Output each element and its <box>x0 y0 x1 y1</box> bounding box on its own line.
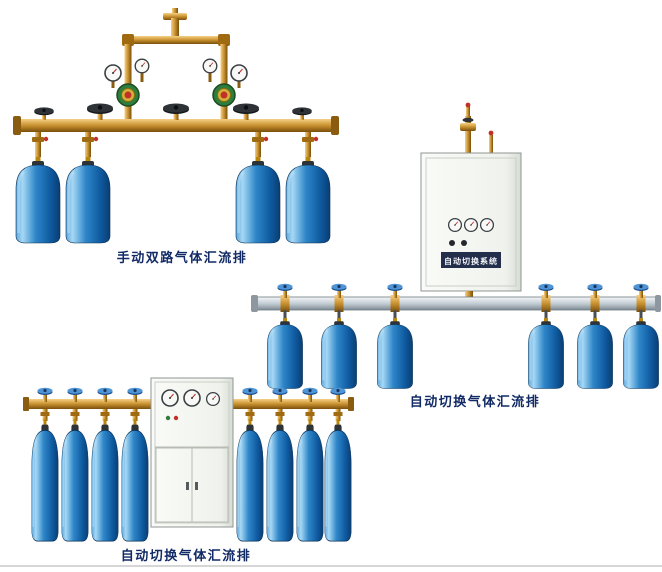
inlet-valve-body <box>460 123 476 131</box>
pressure-gauge-icon <box>479 217 495 233</box>
cabinet-outlet-connector <box>465 291 473 298</box>
pressure-gauge-icon <box>230 64 248 82</box>
door-handle <box>195 482 198 490</box>
regulator-outlet-pipe <box>124 104 132 120</box>
gas-cylinder <box>235 417 265 543</box>
valve-handwheel-icon <box>233 103 259 120</box>
header-pipe-right <box>233 399 351 409</box>
cabinet-title-plate-text: 自动切换系统 <box>444 257 498 266</box>
indicator-light <box>173 415 179 421</box>
inlet-tee-fitting <box>163 13 187 20</box>
pressure-gauge-icon <box>463 217 479 233</box>
cabinet-inlet-pipe <box>465 116 471 153</box>
pressure-gauge-icon <box>183 389 201 407</box>
valve-handwheel-icon <box>387 283 403 298</box>
valve-handwheel-icon <box>633 283 649 298</box>
manifold-pipe-cap-left <box>251 295 258 312</box>
side-stem-pipe <box>489 135 493 153</box>
gas-cylinder <box>120 417 150 543</box>
gas-cylinder <box>234 155 282 245</box>
valve-handwheel-icon <box>163 103 189 120</box>
gauge-stem <box>111 80 115 88</box>
pressure-gauge-icon <box>161 389 179 407</box>
cylinder-drop-connections <box>40 409 343 421</box>
illustration-manual-dual-manifold <box>13 8 339 245</box>
manifold-stations <box>277 283 649 319</box>
manifold-pipe-cap-right <box>655 295 661 312</box>
cabinet-panel-outline <box>154 381 230 524</box>
cylinder-drop-connections <box>32 132 319 157</box>
inlet-valve-handle <box>462 117 474 123</box>
header-cap-right <box>348 397 354 411</box>
gauge-stem <box>237 80 241 88</box>
gas-cylinder <box>30 417 60 543</box>
pressure-gauge-icon <box>447 217 463 233</box>
pressure-gauge-icon <box>202 58 218 74</box>
inlet-vertical-pipe <box>171 18 179 40</box>
valve-handwheel-icon <box>587 283 603 298</box>
regulator-outlet-pipe <box>220 104 228 120</box>
illustration-auto-switch-wall <box>251 102 661 390</box>
header-pipe-left <box>26 399 151 409</box>
indicator-light <box>461 240 467 246</box>
cabinet-door-outline <box>425 157 517 287</box>
gas-cylinder <box>14 155 62 245</box>
riser-pipe-left <box>124 44 132 84</box>
indicator-light <box>449 240 455 246</box>
gas-cylinder <box>376 316 414 390</box>
gas-cylinder <box>90 417 120 543</box>
gas-cylinder <box>295 417 325 543</box>
elbow-left <box>122 34 134 46</box>
caption-auto-switch-floor: 自动切换气体汇流排 <box>120 548 252 563</box>
gas-cylinder <box>64 155 112 245</box>
gas-cylinder <box>265 417 295 543</box>
pressure-gauge-icon <box>104 64 122 82</box>
header-pipe-cap-right <box>331 116 339 135</box>
pressure-regulator-icon <box>116 83 140 107</box>
header-pipe <box>18 119 334 132</box>
gas-cylinder <box>284 155 332 245</box>
pressure-gauge-icon <box>134 58 150 74</box>
pressure-gauge-icon <box>205 391 221 407</box>
header-pipe-cap-left <box>13 116 21 135</box>
bottom-divider <box>0 565 662 567</box>
gas-cylinder <box>576 316 614 390</box>
crossbar-pipe <box>126 36 226 44</box>
caption-auto-switch-wall: 自动切换气体汇流排 <box>409 394 541 409</box>
gas-cylinder <box>323 417 353 543</box>
valve-handwheel-icon <box>292 107 312 120</box>
gas-cylinder <box>320 316 358 390</box>
riser-pipe-right <box>220 44 228 84</box>
top-stem-pipe <box>466 106 470 118</box>
caption-manual-dual-manifold: 手动双路气体汇流排 <box>116 250 248 265</box>
cabinet-title-plate <box>441 252 501 268</box>
gas-cylinder <box>527 316 565 390</box>
valve-handwheel-icon <box>331 283 347 298</box>
red-cap <box>488 130 494 136</box>
red-cap <box>465 102 471 108</box>
cabinet-door-right <box>191 447 229 523</box>
valve-handwheel-icon <box>277 283 293 298</box>
gas-cylinder <box>266 316 304 390</box>
elbow-right <box>218 34 230 46</box>
gauge-stem <box>208 72 212 82</box>
door-handle <box>186 482 189 490</box>
valve-handwheel-icon <box>87 103 113 120</box>
valve-handwheel-icon <box>538 283 554 298</box>
valve-handwheel-icon <box>34 107 54 120</box>
gas-cylinder <box>622 316 660 390</box>
illustration-auto-switch-floor <box>23 377 354 543</box>
pressure-regulator-icon <box>212 83 236 107</box>
header-cap-left <box>23 397 29 411</box>
gas-cylinder <box>60 417 90 543</box>
inlet-stub-pipe <box>172 8 178 15</box>
gauge-stem <box>140 72 144 82</box>
indicator-light <box>165 415 171 421</box>
